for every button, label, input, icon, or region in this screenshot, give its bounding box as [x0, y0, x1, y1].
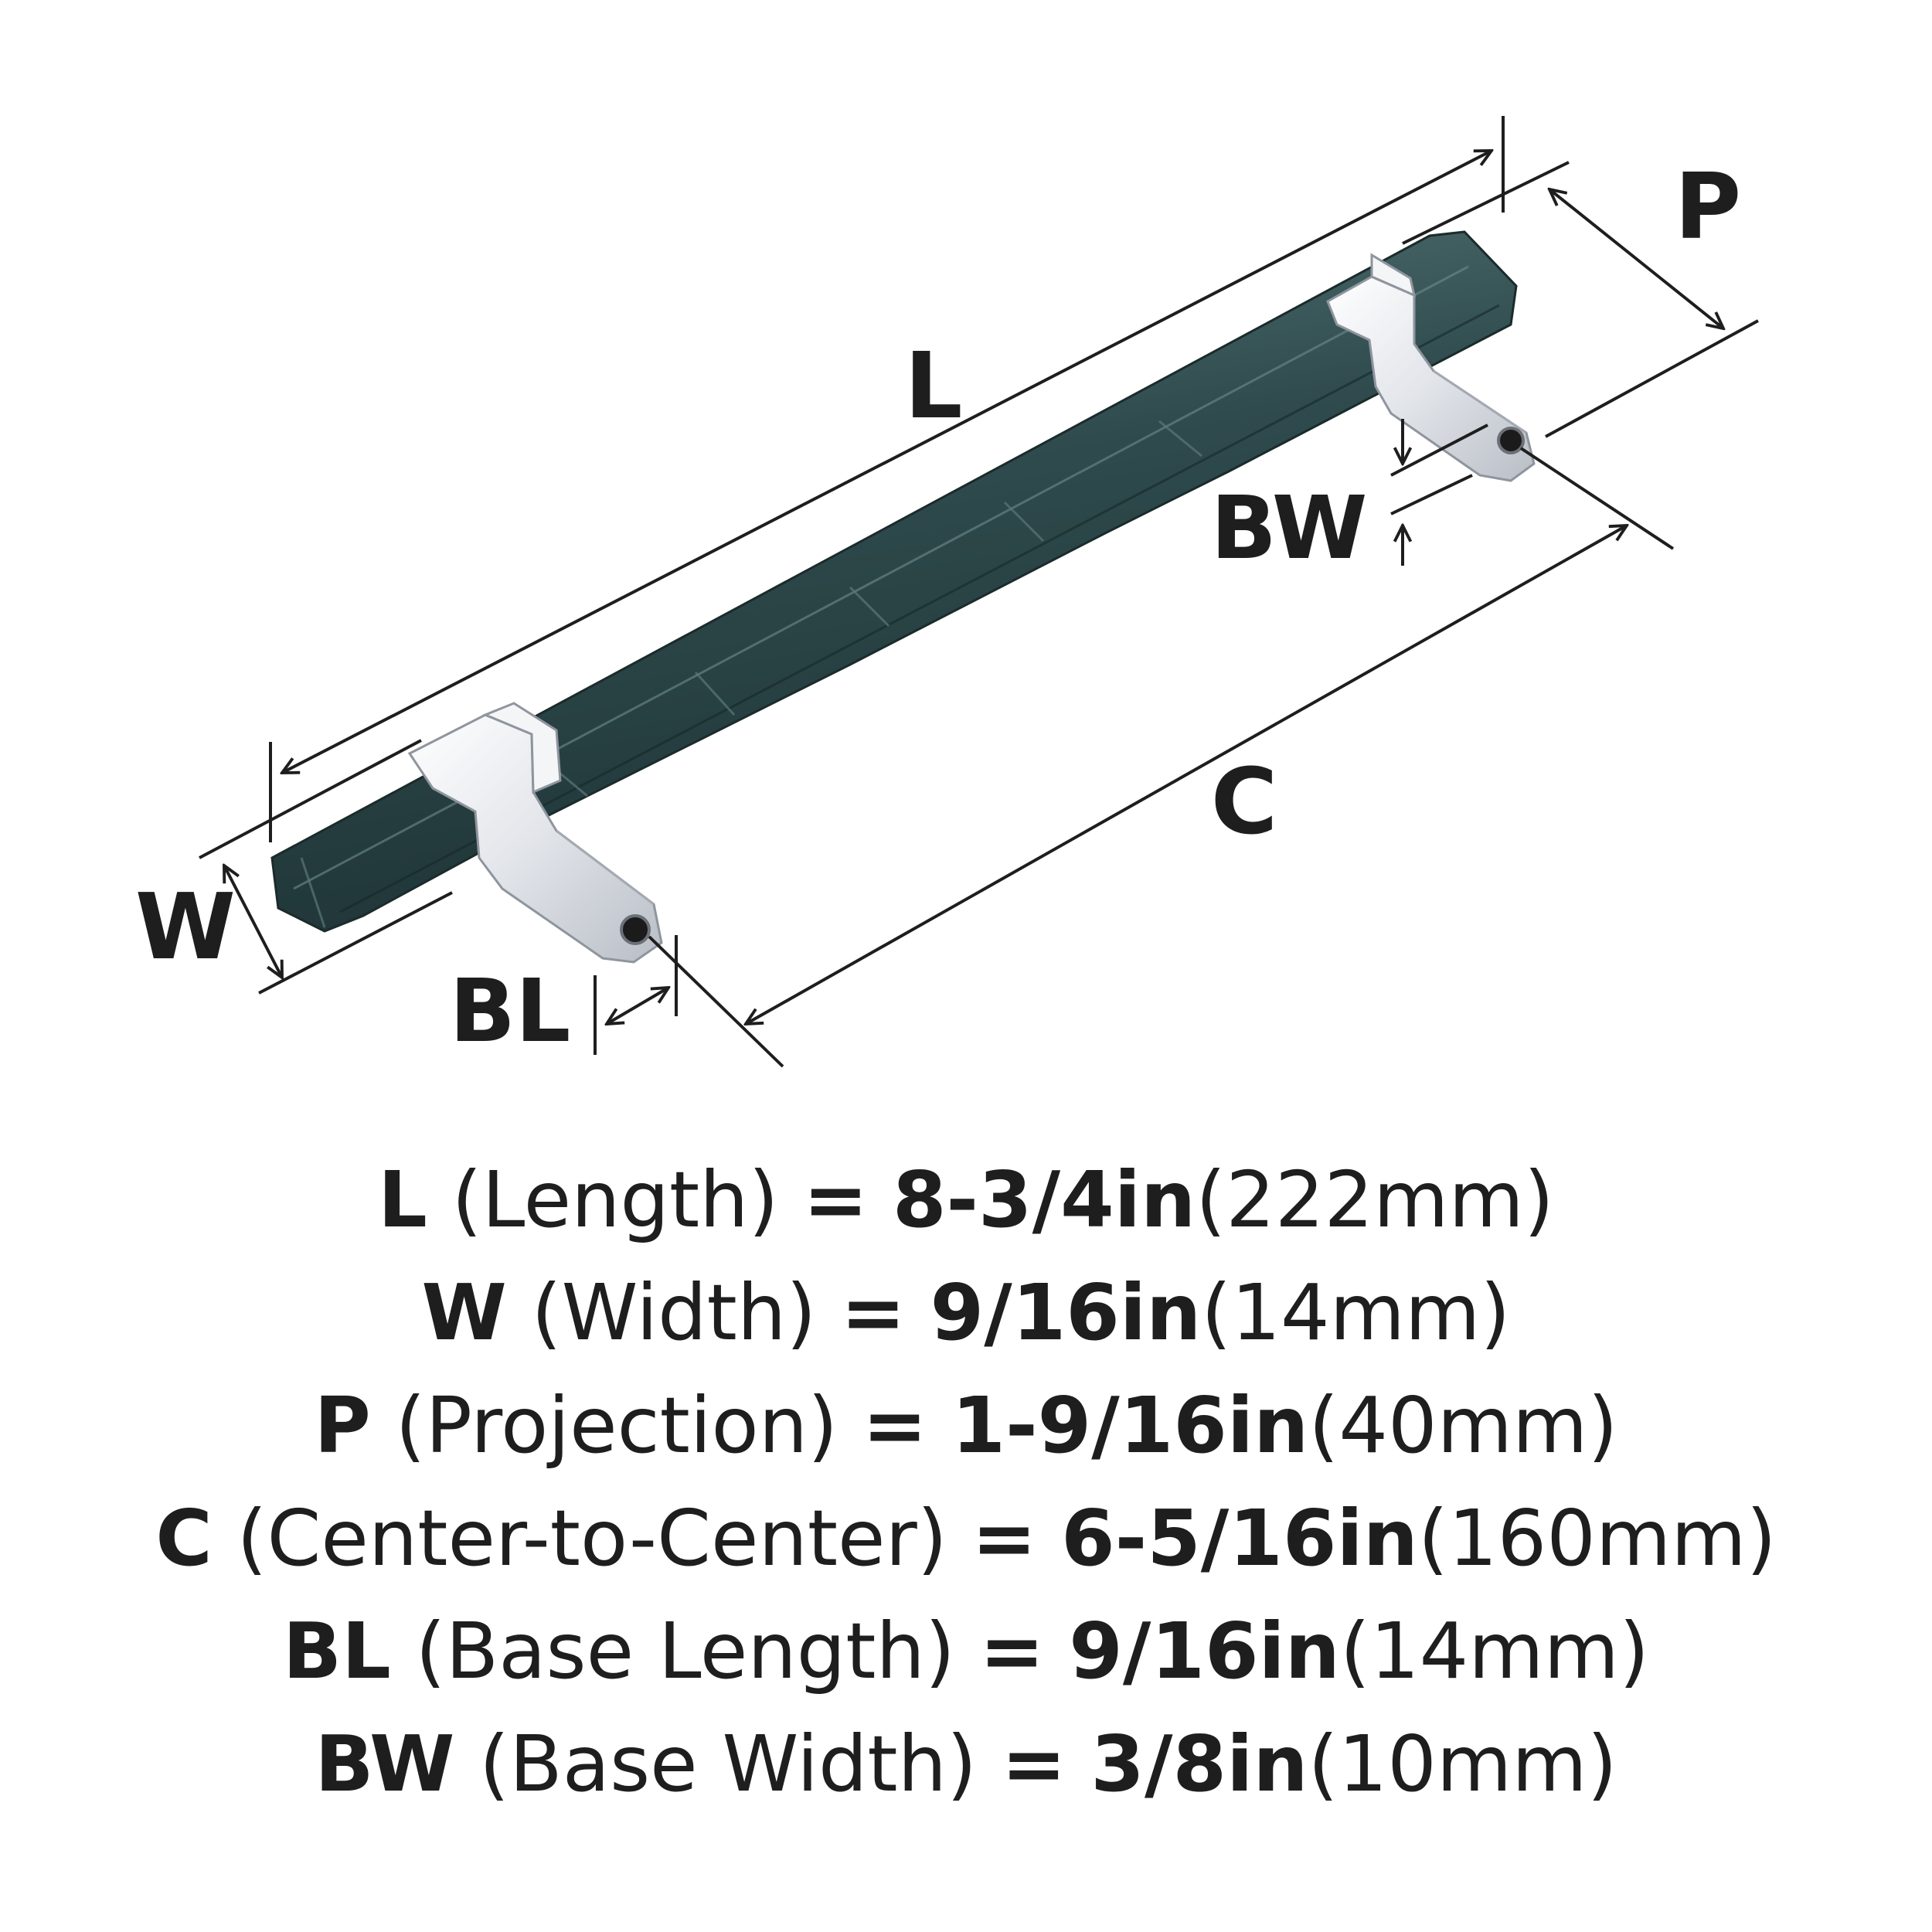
center-arrow [746, 526, 1627, 1024]
spec-code: W [421, 1267, 507, 1358]
handle-dimension-diagram: L P BW C W BL [135, 116, 1759, 1068]
center-leader-right [1519, 447, 1675, 550]
dimension-lines [199, 116, 1759, 1068]
spec-projection: P (Projection) = 1-9/16in(40mm) [0, 1369, 1932, 1482]
base-length-arrow [607, 988, 668, 1024]
label-C: C [1211, 748, 1278, 855]
spec-equals: = [841, 1267, 906, 1358]
spec-equals: = [862, 1380, 927, 1471]
spec-code: BW [315, 1719, 455, 1809]
spec-millimeters: (14mm) [1340, 1606, 1650, 1696]
label-BL: BL [450, 961, 571, 1062]
spec-millimeters: (10mm) [1308, 1719, 1617, 1809]
spec-inches: 1-9/16in [951, 1380, 1309, 1471]
handle-bar [270, 230, 1518, 933]
spec-millimeters: (40mm) [1308, 1380, 1618, 1471]
spec-equals: = [1001, 1719, 1066, 1809]
center-leader-left [648, 935, 784, 1068]
label-BW: BW [1211, 478, 1368, 579]
spec-length: L (Length) = 8-3/4in(222mm) [0, 1144, 1932, 1257]
base-width-extension-bottom [1390, 474, 1473, 515]
spec-base-length: BL (Base Length) = 9/16in(14mm) [0, 1595, 1932, 1708]
spec-code: L [378, 1155, 427, 1245]
spec-description: (Length) [451, 1155, 779, 1245]
label-P: P [1675, 153, 1741, 260]
spec-equals: = [979, 1606, 1045, 1696]
spec-millimeters: (14mm) [1201, 1267, 1511, 1358]
length-arrow [282, 151, 1492, 773]
projection-extension-bottom [1545, 319, 1759, 438]
spec-code: C [155, 1493, 213, 1583]
label-L: L [904, 332, 962, 439]
projection-arrow [1549, 189, 1723, 328]
dimension-spec-list: L (Length) = 8-3/4in(222mm) W (Width) = … [0, 1144, 1932, 1821]
spec-inches: 3/8in [1090, 1719, 1308, 1809]
spec-code: P [314, 1380, 371, 1471]
spec-width: W (Width) = 9/16in(14mm) [0, 1257, 1932, 1369]
spec-description: (Center-to-Center) [236, 1493, 947, 1583]
spec-description: (Width) [531, 1267, 817, 1358]
label-W: W [135, 873, 236, 980]
width-extension-bottom [258, 891, 453, 995]
spec-description: (Base Width) [479, 1719, 978, 1809]
spec-description: (Base Length) [415, 1606, 955, 1696]
base-width-extension-top [1390, 423, 1488, 477]
spec-inches: 6-5/16in [1061, 1493, 1418, 1583]
spec-equals: = [971, 1493, 1037, 1583]
spec-description: (Projection) [395, 1380, 838, 1471]
spec-inches: 8-3/4in [892, 1155, 1196, 1245]
spec-base-width: BW (Base Width) = 3/8in(10mm) [0, 1708, 1932, 1821]
spec-inches: 9/16in [1069, 1606, 1340, 1696]
spec-code: BL [282, 1606, 391, 1696]
spec-millimeters: (160mm) [1417, 1493, 1777, 1583]
width-extension-top [199, 739, 422, 859]
spec-millimeters: (222mm) [1196, 1155, 1554, 1245]
projection-extension-top [1402, 161, 1570, 245]
spec-center-to-center: C (Center-to-Center) = 6-5/16in(160mm) [0, 1482, 1932, 1595]
spec-inches: 9/16in [930, 1267, 1202, 1358]
spec-equals: = [803, 1155, 869, 1245]
width-arrow [224, 866, 282, 978]
